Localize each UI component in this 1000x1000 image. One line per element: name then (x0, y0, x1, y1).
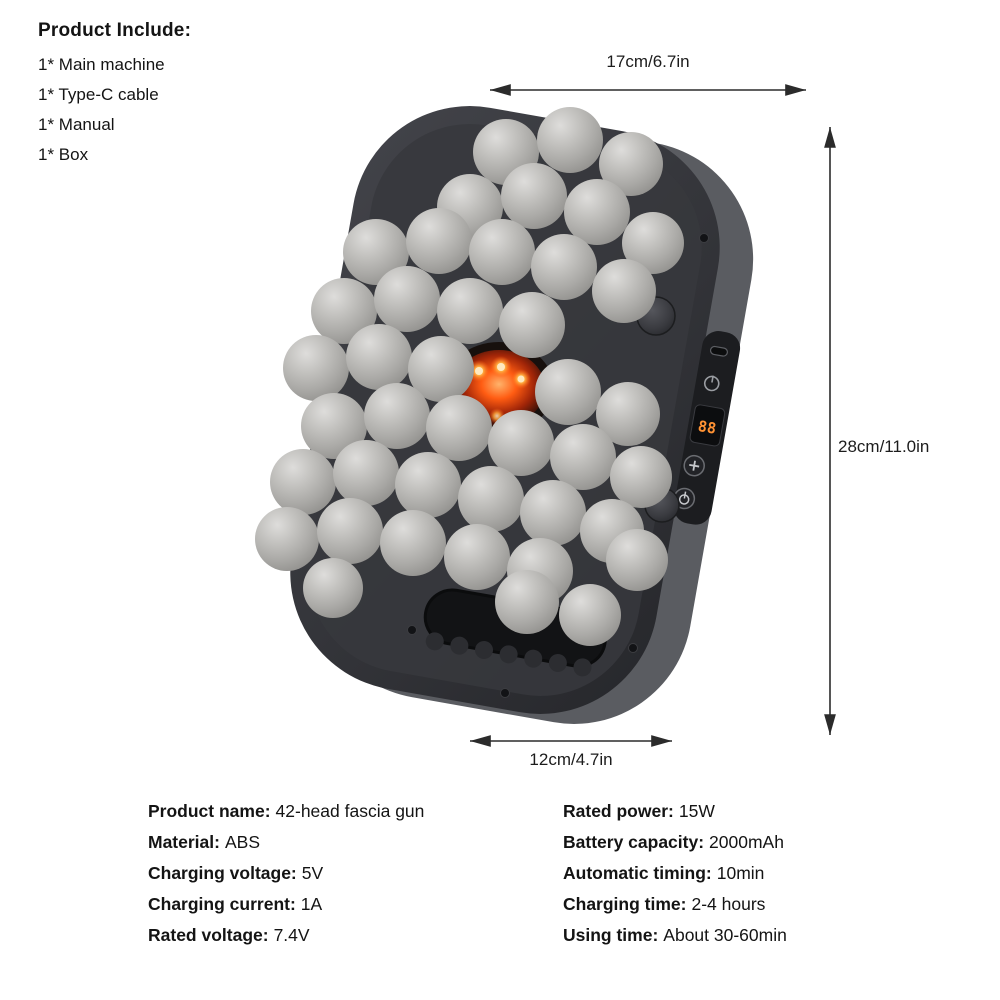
foam-ball (333, 440, 399, 506)
foam-ball (488, 410, 554, 476)
foam-ball (501, 163, 567, 229)
spec-row: Charging current:1A (148, 889, 558, 920)
product-include-list: Product Include: 1* Main machine 1* Type… (38, 20, 298, 170)
include-item: 1* Main machine (38, 55, 165, 74)
control-panel: 88 (673, 331, 741, 525)
spec-label: Charging time: (563, 894, 687, 914)
foam-ball (596, 382, 660, 446)
spec-row: Rated voltage:7.4V (148, 920, 558, 951)
spec-row: Automatic timing:10min (563, 858, 963, 889)
foam-ball (303, 558, 363, 618)
foam-ball (499, 292, 565, 358)
usb-c-port-icon (709, 345, 728, 357)
foam-ball (469, 219, 535, 285)
foam-ball (610, 446, 672, 508)
dimension-label-handle-width: 12cm/4.7in (529, 750, 613, 769)
foam-ball (458, 466, 524, 532)
svg-text:88: 88 (697, 417, 718, 438)
spec-value: 15W (678, 801, 715, 821)
spec-row: Charging voltage:5V (148, 858, 558, 889)
spec-row: Material:ABS (148, 827, 558, 858)
timer-display: 88 (689, 404, 726, 447)
foam-ball (408, 336, 474, 402)
spec-value: 42-head fascia gun (275, 801, 425, 821)
foam-ball (537, 107, 603, 173)
foam-ball (606, 529, 668, 591)
spec-label: Automatic timing: (563, 863, 712, 883)
massage-heads (255, 107, 684, 646)
spec-row: Charging time:2-4 hours (563, 889, 963, 920)
spec-label: Product name: (148, 801, 271, 821)
spec-value: ABS (224, 832, 260, 852)
dimension-arrows (470, 84, 836, 747)
foam-ball (311, 278, 377, 344)
specs-column-right: Rated power:15W Battery capacity:2000mAh… (563, 796, 963, 951)
spec-label: Rated voltage: (148, 925, 269, 945)
spec-value: 1A (300, 894, 323, 914)
foam-ball (535, 359, 601, 425)
spec-value: 2000mAh (709, 832, 784, 852)
foam-ball (283, 335, 349, 401)
foam-ball (395, 452, 461, 518)
spec-label: Using time: (563, 925, 659, 945)
spec-label: Battery capacity: (563, 832, 705, 852)
spec-row: Using time:About 30-60min (563, 920, 963, 951)
include-item: 1* Type-C cable (38, 85, 159, 104)
foam-ball (426, 395, 492, 461)
foam-ball (559, 584, 621, 646)
dimension-label-height: 28cm/11.0in (838, 437, 930, 456)
spec-row: Product name:42-head fascia gun (148, 796, 558, 827)
spec-label: Rated power: (563, 801, 674, 821)
product-include-title: Product Include: (38, 20, 192, 41)
dimension-label-width: 17cm/6.7in (606, 52, 690, 71)
foam-ball (270, 449, 336, 515)
spec-value: 5V (301, 863, 324, 883)
foam-ball (380, 510, 446, 576)
foam-ball (495, 570, 559, 634)
foam-ball (622, 212, 684, 274)
spec-label: Charging current: (148, 894, 296, 914)
foam-ball (592, 259, 656, 323)
specs-column-left: Product name:42-head fascia gun Material… (148, 796, 558, 951)
foam-ball (317, 498, 383, 564)
foam-ball (550, 424, 616, 490)
spec-value: About 30-60min (663, 925, 787, 945)
foam-ball (301, 393, 367, 459)
foam-ball (531, 234, 597, 300)
power-icon (703, 375, 720, 392)
spec-label: Material: (148, 832, 220, 852)
foam-ball (343, 219, 409, 285)
include-item: 1* Box (38, 145, 89, 164)
spec-row: Battery capacity:2000mAh (563, 827, 963, 858)
spec-label: Charging voltage: (148, 863, 297, 883)
foam-ball (520, 480, 586, 546)
spec-value: 7.4V (273, 925, 310, 945)
foam-ball (444, 524, 510, 590)
foam-ball (346, 324, 412, 390)
foam-ball (437, 278, 503, 344)
foam-ball (564, 179, 630, 245)
foam-ball (364, 383, 430, 449)
foam-ball (374, 266, 440, 332)
foam-ball (255, 507, 319, 571)
include-item: 1* Manual (38, 115, 115, 134)
foam-ball (599, 132, 663, 196)
spec-value: 2-4 hours (691, 894, 766, 914)
spec-value: 10min (716, 863, 765, 883)
foam-ball (406, 208, 472, 274)
spec-row: Rated power:15W (563, 796, 963, 827)
plus-button-icon (683, 454, 705, 477)
